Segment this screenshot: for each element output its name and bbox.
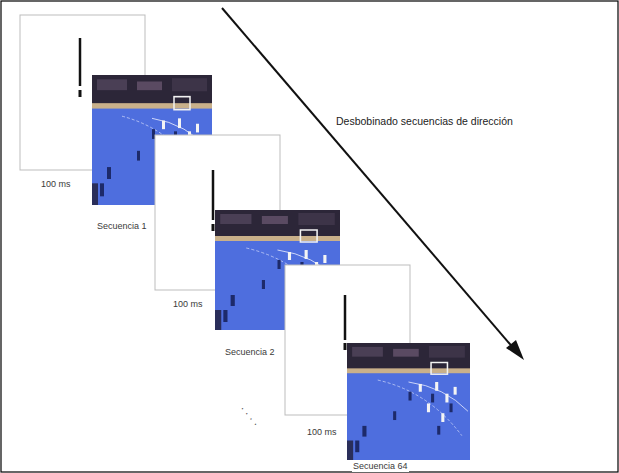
ellipsis-dots: · · · · [237,402,263,430]
sequence-label: Secuencia 2 [224,348,276,358]
duration-label: 100 ms [172,300,204,310]
sequence-label: Secuencia 64 [352,462,409,472]
arrow-caption: Desbobinado secuencias de dirección [335,116,514,128]
duration-label: 100 ms [306,428,338,438]
duration-label: 100 ms [40,180,72,190]
sequence-label: Secuencia 1 [96,222,148,232]
